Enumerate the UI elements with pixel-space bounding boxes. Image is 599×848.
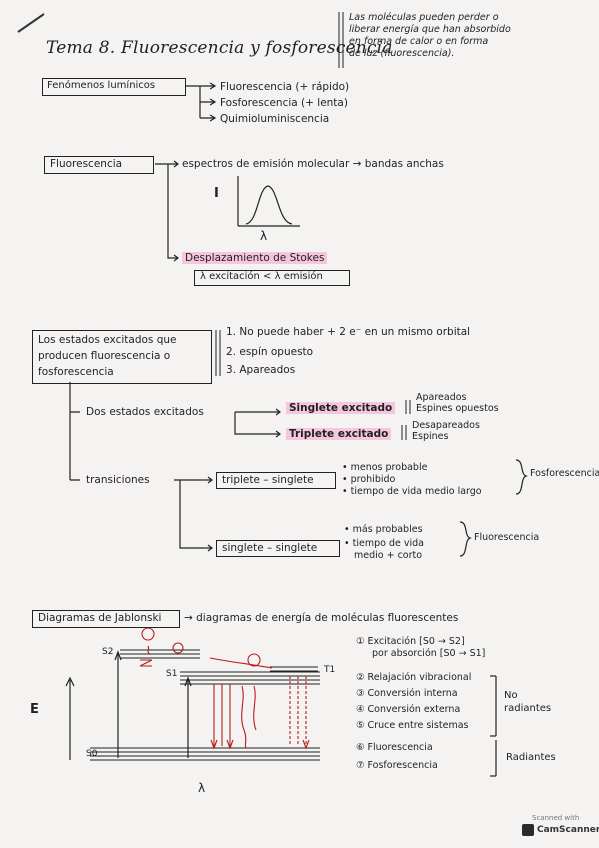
luminicos-label: Fenómenos lumínicos bbox=[47, 80, 156, 91]
no-radiantes-1: No bbox=[504, 690, 518, 701]
singlete-excitado: Singlete excitado bbox=[286, 402, 396, 414]
level-t1: T1 bbox=[324, 665, 336, 675]
transiciones-text: transiciones bbox=[86, 474, 150, 486]
luminicos-item-1: Fluorescencia (+ rápido) bbox=[220, 81, 350, 93]
page-title: Tema 8. Fluorescencia y fosforescencia bbox=[46, 38, 393, 58]
header-note-line-2: liberar energía que han absorbido bbox=[349, 24, 511, 35]
no-radiantes-2: radiantes bbox=[504, 703, 552, 714]
fluorescencia-box bbox=[44, 156, 154, 174]
dos-estados-text: Dos estados excitados bbox=[86, 406, 204, 418]
camscanner-logo-icon bbox=[522, 824, 534, 836]
estados-label-line-2: producen fluorescencia o bbox=[38, 350, 171, 362]
stokes-relation: λ excitación < λ emisión bbox=[200, 271, 323, 282]
triplete-singlete-label: triplete – singlete bbox=[222, 474, 314, 486]
triplete-desc-1: Desapareados bbox=[412, 420, 480, 431]
stokes-text: Desplazamiento de Stokes bbox=[182, 252, 328, 264]
ts-result: Fosforescencia bbox=[530, 468, 599, 479]
legend-7: ⑦ Fosforescencia bbox=[356, 760, 438, 771]
singlete-desc-1: Apareados bbox=[416, 392, 467, 403]
singlete-singlete-box bbox=[216, 540, 340, 557]
energy-axis-label: E bbox=[30, 702, 39, 717]
ss-prop-2: • tiempo de vida bbox=[344, 538, 424, 549]
header-note-line-3: en forma de calor o en forma bbox=[349, 36, 489, 47]
luminicos-item-2: Fosforescencia (+ lenta) bbox=[220, 97, 348, 109]
ss-prop-3: medio + corto bbox=[354, 550, 423, 561]
triplete-excitado: Triplete excitado bbox=[286, 428, 392, 440]
ts-prop-2: • prohibido bbox=[342, 474, 396, 485]
espectro-text: espectros de emisión molecular → bandas … bbox=[182, 158, 444, 170]
level-s2: S2 bbox=[102, 647, 114, 657]
singlete-singlete-label: singlete – singlete bbox=[222, 542, 318, 554]
intensity-axis-label: I bbox=[214, 186, 219, 201]
legend-6: ⑥ Fluorescencia bbox=[356, 742, 433, 753]
legend-5: ⑤ Cruce entre sistemas bbox=[356, 720, 469, 731]
fluorescencia-label: Fluorescencia bbox=[50, 158, 123, 170]
legend-2: ② Relajación vibracional bbox=[356, 672, 472, 683]
legend-1b: por absorción [S0 → S1] bbox=[372, 648, 486, 659]
ss-prop-1: • más probables bbox=[344, 524, 423, 535]
header-note-line-4: de luz (fluorescencia). bbox=[349, 48, 455, 59]
jablonski-box bbox=[32, 610, 180, 628]
radiantes: Radiantes bbox=[506, 752, 556, 763]
singlete-desc-2: Espines opuestos bbox=[416, 403, 499, 414]
level-s1: S1 bbox=[166, 669, 178, 679]
jablonski-lambda: λ bbox=[198, 781, 206, 795]
watermark-line-1: Scanned with bbox=[532, 814, 580, 822]
legend-3: ③ Conversión interna bbox=[356, 688, 458, 699]
watermark-line-2: CamScanner bbox=[537, 825, 599, 835]
rule-2: 2. espín opuesto bbox=[226, 346, 314, 358]
estados-label-line-1: Los estados excitados que bbox=[38, 334, 177, 346]
triplete-singlete-box bbox=[216, 472, 336, 489]
jablonski-label: Diagramas de Jablonski bbox=[38, 612, 162, 624]
estados-label-line-3: fosforescencia bbox=[38, 366, 114, 378]
ss-result: Fluorescencia bbox=[474, 532, 540, 543]
lambda-axis-label: λ bbox=[260, 229, 268, 243]
rule-1: 1. No puede haber + 2 e⁻ en un mismo orb… bbox=[226, 326, 471, 338]
level-s0: S0 bbox=[86, 749, 98, 759]
ts-prop-3: • tiempo de vida medio largo bbox=[342, 486, 482, 497]
rule-3: 3. Apareados bbox=[226, 364, 296, 376]
estados-box bbox=[32, 330, 212, 384]
legend-1: ① Excitación [S0 → S2] bbox=[356, 636, 465, 647]
luminicos-item-3: Quimioluminiscencia bbox=[220, 113, 330, 125]
legend-4: ④ Conversión externa bbox=[356, 704, 461, 715]
jablonski-desc: → diagramas de energía de moléculas fluo… bbox=[184, 612, 459, 624]
ts-prop-1: • menos probable bbox=[342, 462, 428, 473]
stokes-relation-box bbox=[194, 270, 350, 286]
header-note-line-1: Las moléculas pueden perder o bbox=[349, 12, 499, 23]
triplete-desc-2: Espines bbox=[412, 431, 449, 442]
luminicos-box bbox=[42, 78, 186, 96]
